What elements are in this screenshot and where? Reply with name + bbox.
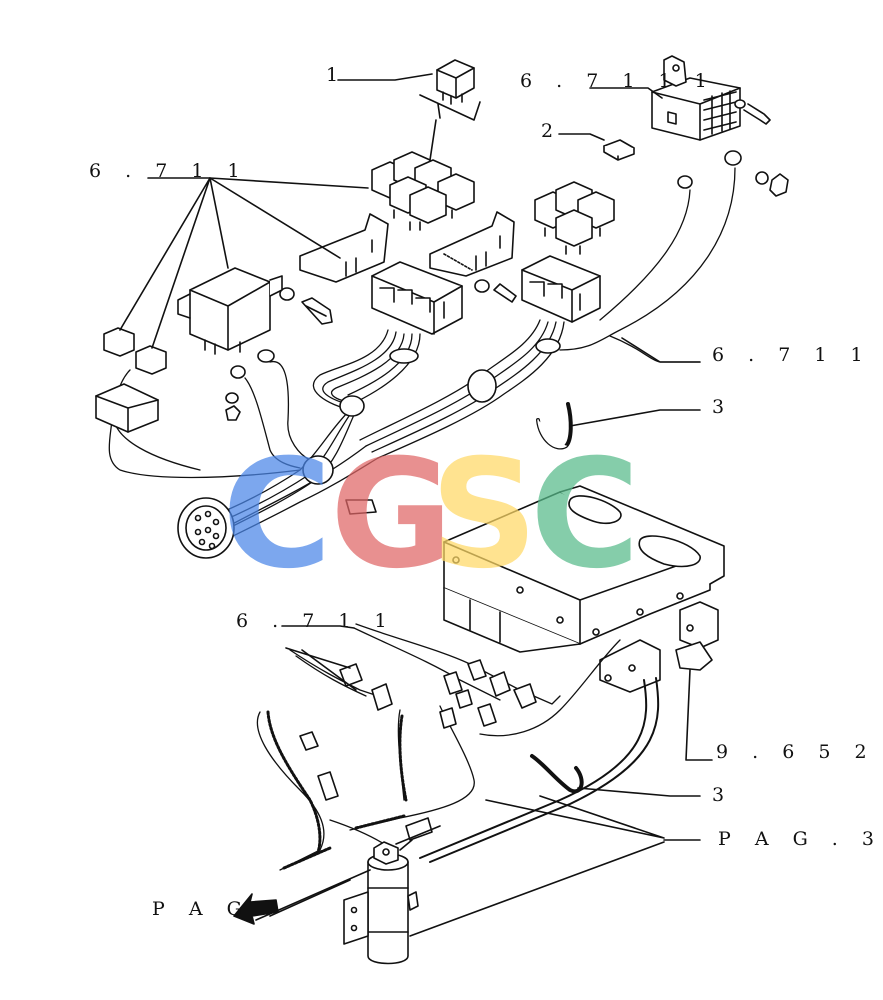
round-connector	[177, 497, 235, 559]
callout-page-ref: P A G .	[152, 898, 281, 920]
callout-1: 1	[326, 64, 348, 86]
watermark-letter-s: S	[430, 428, 539, 602]
bracket-left	[299, 213, 389, 283]
wiring-harness-diagram	[95, 55, 789, 965]
connector-block-center	[371, 261, 463, 335]
connector-plugs-lower	[299, 659, 537, 841]
washer-bolt-left	[279, 287, 333, 325]
callout-6711-lower: 6 . 7 1 1	[236, 610, 396, 632]
bracket-right	[429, 211, 515, 277]
control-unit-left	[177, 267, 283, 355]
expansion-valve	[599, 601, 719, 693]
relay-left-a	[103, 327, 135, 357]
washer-bolt-center	[474, 279, 517, 303]
callout-2: 2	[541, 120, 563, 142]
fuse-box-67111	[651, 55, 741, 141]
connector-block-right	[521, 255, 601, 323]
callout-3-lower: 3	[712, 784, 734, 806]
coiled-wire	[266, 710, 408, 870]
relay-left-b	[135, 345, 167, 375]
watermark-letter-c1: C	[222, 428, 333, 602]
small-connector-mid	[345, 499, 377, 515]
connector-left	[95, 383, 159, 433]
page-arrow-icon	[233, 893, 279, 925]
watermark-letter-c2: C	[530, 428, 641, 602]
callout-page-3: P A G . 3	[718, 828, 883, 850]
relay-cluster-center	[371, 151, 475, 224]
callout-3-upper: 3	[712, 396, 734, 418]
ring-terminals-right	[677, 150, 789, 197]
evaporator-housing	[443, 485, 725, 653]
receiver-drier	[343, 841, 419, 965]
cable-ties	[302, 338, 561, 485]
cable-clamp-lower	[530, 754, 584, 794]
bolt-top-right	[734, 99, 771, 125]
relay-cluster-right	[534, 181, 615, 247]
relay-item-1	[436, 59, 475, 105]
ring-terminals-left	[225, 349, 275, 421]
callout-9652: 9 . 6 5 2	[716, 741, 876, 763]
callout-67111: 6 . 7 1 1 1	[520, 70, 716, 92]
fuse-item-2	[603, 139, 635, 161]
cable-clamp-upper	[536, 402, 573, 450]
watermark-letter-g: G	[330, 428, 454, 602]
callout-6711-top-left: 6 . 7 1 1	[89, 160, 249, 182]
callout-6711-mid-right: 6 . 7 1 1	[712, 344, 872, 366]
